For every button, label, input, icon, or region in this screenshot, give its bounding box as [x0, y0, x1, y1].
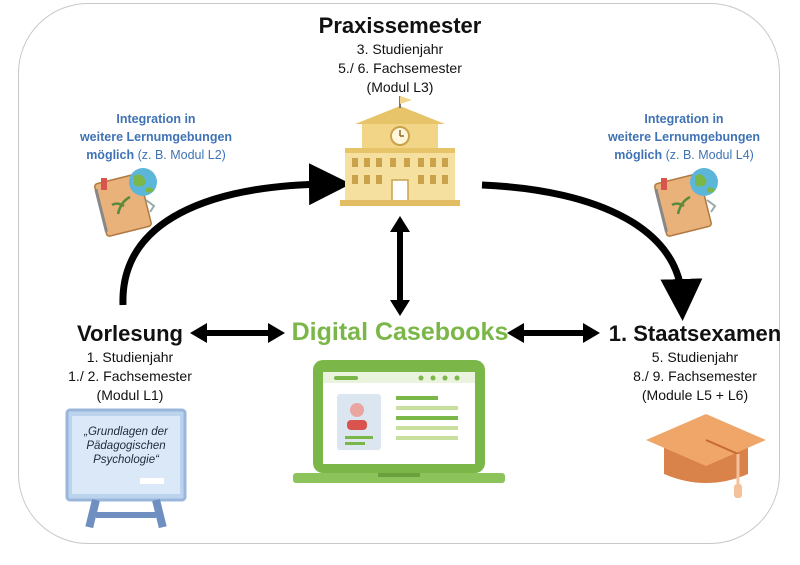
digital-casebooks-title: Digital Casebooks [291, 318, 509, 346]
integration-left-example: (z. B. Modul L2) [134, 148, 226, 162]
double-arrow-praxis-casebooks [390, 216, 410, 316]
double-arrow-vorlesung-casebooks [190, 323, 285, 343]
vorlesung-block: Vorlesung 1. Studienjahr 1./ 2. Fachseme… [50, 320, 210, 405]
integration-right-example: (z. B. Modul L4) [662, 148, 754, 162]
notebook-globe-icon-left [94, 168, 157, 237]
praxissemester-semester: 5./ 6. Fachsemester [338, 60, 462, 76]
chalkboard-line2: Pädagogischen [86, 440, 166, 452]
integration-note-left: Integration in weitere Lernumgebungen mö… [66, 110, 246, 164]
chalkboard-line1: „Grundlagen der [84, 426, 168, 438]
chalkboard-text: „Grundlagen der Pädagogischen Psychologi… [74, 425, 178, 467]
staatsexamen-module: (Module L5 + L6) [641, 387, 749, 403]
school-building-icon [340, 96, 460, 206]
rounded-frame [18, 3, 780, 544]
integration-right-line1: Integration in [644, 112, 724, 126]
staatsexamen-block: 1. Staatsexamen 5. Studienjahr 8./ 9. Fa… [600, 320, 790, 405]
staatsexamen-year: 5. Studienjahr [651, 349, 739, 365]
praxissemester-year: 3. Studienjahr [356, 41, 444, 57]
integration-right-line2: weitere Lernumgebungen [607, 130, 761, 144]
vorlesung-year: 1. Studienjahr [86, 349, 174, 365]
praxissemester-module: (Modul L3) [366, 79, 434, 95]
graduation-cap-icon [646, 414, 766, 498]
arrow-praxis-to-staats [481, 181, 703, 321]
staatsexamen-title: 1. Staatsexamen [608, 321, 782, 346]
integration-left-line1: Integration in [116, 112, 196, 126]
double-arrow-casebooks-staats [507, 323, 600, 343]
integration-left-line2: weitere Lernumgebungen [79, 130, 233, 144]
integration-right-possible: möglich [614, 148, 663, 162]
praxissemester-title: Praxissemester [318, 13, 482, 38]
vorlesung-semester: 1./ 2. Fachsemester [68, 368, 192, 384]
vorlesung-module: (Modul L1) [96, 387, 164, 403]
integration-left-possible: möglich [86, 148, 135, 162]
vorlesung-title: Vorlesung [77, 321, 183, 346]
chalkboard-line3: Psychologie“ [93, 454, 159, 466]
staatsexamen-semester: 8./ 9. Fachsemester [633, 368, 757, 384]
praxissemester-block: Praxissemester 3. Studienjahr 5./ 6. Fac… [300, 12, 500, 97]
notebook-globe-icon-right [654, 168, 718, 237]
laptop-icon [293, 360, 505, 483]
arrow-vorlesung-to-praxis [119, 163, 351, 306]
chalkboard-icon [65, 408, 187, 529]
integration-note-right: Integration in weitere Lernumgebungen mö… [594, 110, 774, 164]
